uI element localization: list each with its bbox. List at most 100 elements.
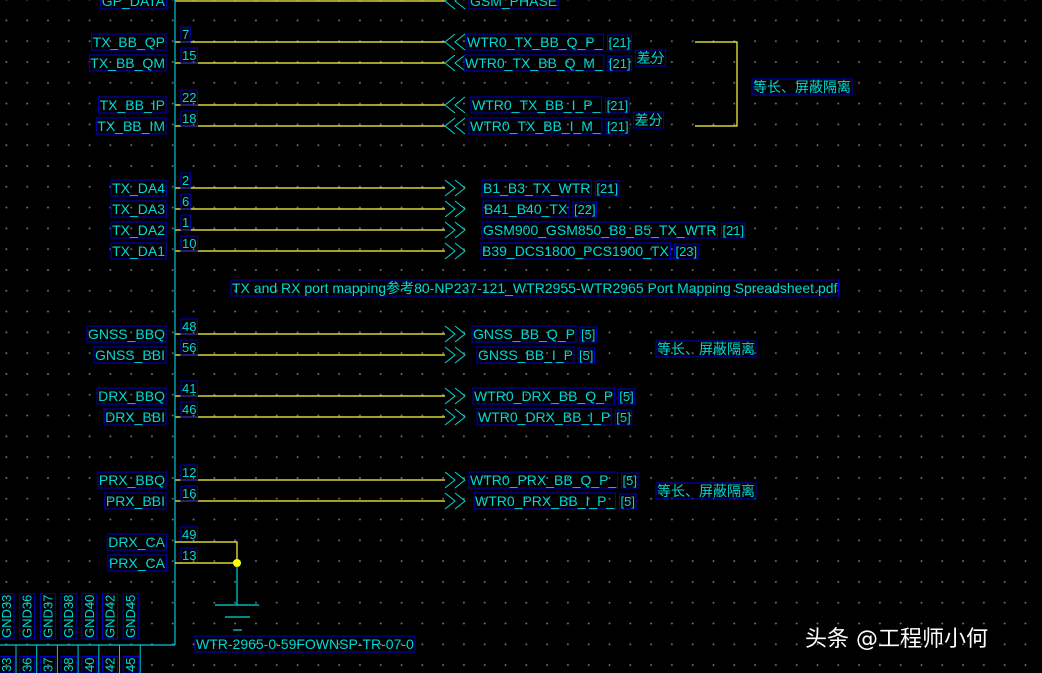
part-number: WTR-2965-0-59FOWNSP-TR-07-0 [196,636,414,652]
pin-number: 6 [182,194,189,209]
label-box [180,214,191,231]
note-equal-length-gnss: 等长、屏蔽隔离 [657,341,755,357]
label-box [480,242,671,260]
pin-number: 48 [182,319,196,334]
label-box [0,593,15,640]
label-box [673,243,699,260]
page-reference[interactable]: [5] [579,348,593,363]
net-label[interactable]: B1_B3_TX_WTR [483,180,590,196]
label-box [180,318,198,335]
gnd-pin-number: 33 [0,658,14,672]
offpage-connector-icon [454,346,466,364]
label-box [96,387,167,405]
net-label[interactable]: GNSS_BB_I_P [478,347,573,363]
page-reference[interactable]: [21] [607,98,629,113]
net-label[interactable]: WTR0_PRX_BB_Q_P_ [470,472,616,488]
pin-number: 7 [182,27,189,42]
page-reference[interactable]: [21] [609,35,631,50]
label-box [110,221,167,239]
page-reference[interactable]: [5] [619,389,633,404]
label-box [0,656,15,673]
label-box [122,656,139,673]
note-equal-length-prx: 等长、屏蔽隔离 [657,483,755,499]
net-label[interactable]: WTR0_PRX_BB_I_P_ [475,493,614,509]
page-reference[interactable]: [5] [620,494,634,509]
offpage-connector-icon [444,54,456,72]
net-label[interactable]: WTR0_TX_BB_I_P_ [472,97,601,113]
page-reference[interactable]: [21] [609,56,631,71]
net-label[interactable]: B39_DCS1800_PCS1900_TX [482,243,669,259]
net-label[interactable]: WTR0_TX_BB_Q_M_ [465,55,603,71]
pin-number: 2 [182,173,189,188]
net-label[interactable]: WTR0_DRX_BB_Q_P [474,388,613,404]
label-box [468,471,618,489]
pin-number: 56 [182,340,196,355]
label-box [81,593,98,640]
ground-symbol [215,563,259,631]
net-label[interactable]: WTR0_TX_BB_I_M_ [470,118,601,134]
page-reference[interactable]: [22] [574,202,596,217]
offpage-connector-icon [444,492,456,510]
note-port-mapping: TX and RX port mapping参考80-NP237-121_WTR… [232,280,838,296]
page-reference[interactable]: [23] [675,244,697,259]
label-box [110,242,167,260]
pin-number: 1 [182,215,189,230]
offpage-connector-icon [454,242,466,260]
page-reference[interactable]: [5] [616,410,630,425]
gnd-pin-name: GND33 [0,595,14,638]
label-box [98,96,167,114]
label-box [19,593,36,640]
label-box [468,117,603,135]
pin-name: DRX_CA [108,534,165,550]
label-box [180,26,191,43]
page-reference[interactable]: [5] [622,473,636,488]
gnd-pin-name: GND37 [40,595,55,638]
label-box [180,401,198,418]
offpage-connector-icon [454,54,466,72]
label-box [476,408,612,426]
label-box [635,49,667,67]
label-box [91,33,167,51]
net-label[interactable]: GSM900_GSM850_B8_B5_TX_WTR [483,222,716,238]
offpage-connector-icon [444,33,456,51]
label-box [107,554,168,572]
label-box [39,656,56,673]
label-box [482,200,570,218]
gnd-pin-number: 42 [103,658,118,672]
offpage-connector-icon [444,408,456,426]
page-reference[interactable]: [21] [607,119,629,134]
net-label[interactable]: GSM_PHASE [470,0,557,9]
offpage-connector-icon [444,96,456,114]
label-box [180,464,198,481]
page-reference[interactable]: [21] [722,223,744,238]
label-box [572,201,598,218]
offpage-connector-icon [444,387,456,405]
offpage-connector-icon [444,242,456,260]
label-box [102,656,118,673]
label-box [180,193,191,210]
offpage-connector-icon [454,200,466,218]
net-label[interactable]: WTR0_DRX_BB_I_P [478,409,610,425]
pin-number: 10 [182,236,196,251]
offpage-connector-icon [444,117,456,135]
label-box [470,96,603,114]
label-box [481,221,718,239]
offpage-connector-icon [454,96,466,114]
net-label[interactable]: B41_B40_TX [484,201,568,217]
label-box [100,0,168,10]
gnd-pin-number: 37 [40,658,55,672]
label-box [93,346,167,364]
label-box [463,54,605,72]
net-label[interactable]: GNSS_BB_Q_P [473,326,575,342]
page-reference[interactable]: [21] [596,181,618,196]
page-reference[interactable]: [5] [581,327,595,342]
label-box [106,533,168,551]
offpage-connector-icon [444,346,456,364]
offpage-connector-icon [454,325,466,343]
label-box [465,33,605,51]
label-box [110,179,167,197]
ca-wires [175,541,238,564]
label-box [180,235,198,252]
gnd-pin-name: GND38 [61,595,76,638]
net-label[interactable]: WTR0_TX_BB_Q_P_ [467,34,603,50]
